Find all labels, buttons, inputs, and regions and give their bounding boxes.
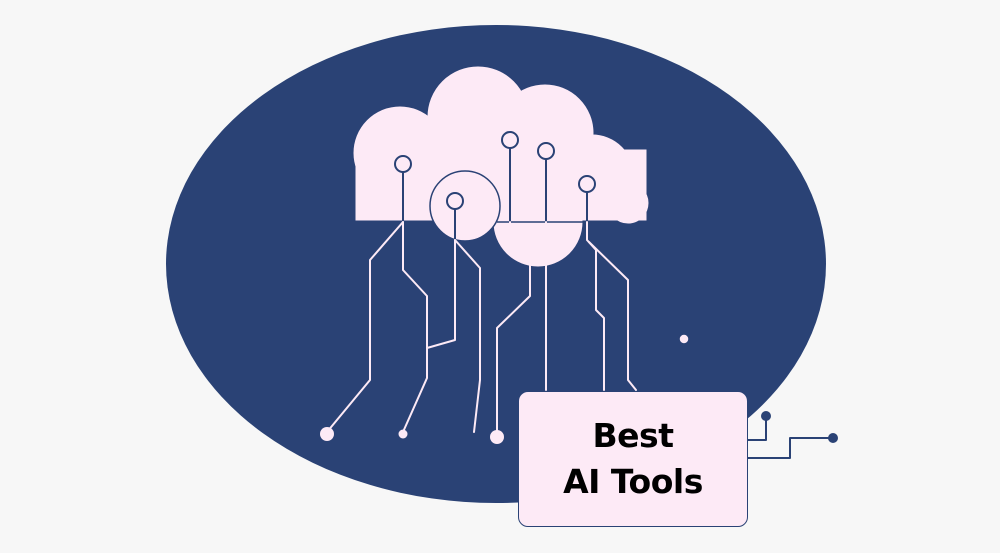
title-line-2: AI Tools bbox=[563, 462, 703, 501]
cloud-outline bbox=[429, 170, 611, 242]
circuit-traces bbox=[326, 147, 834, 459]
title-card: Best AI Tools bbox=[518, 391, 748, 527]
circuit-node bbox=[320, 131, 838, 444]
background-ellipse bbox=[166, 25, 826, 503]
title-line-1: Best bbox=[592, 416, 674, 456]
